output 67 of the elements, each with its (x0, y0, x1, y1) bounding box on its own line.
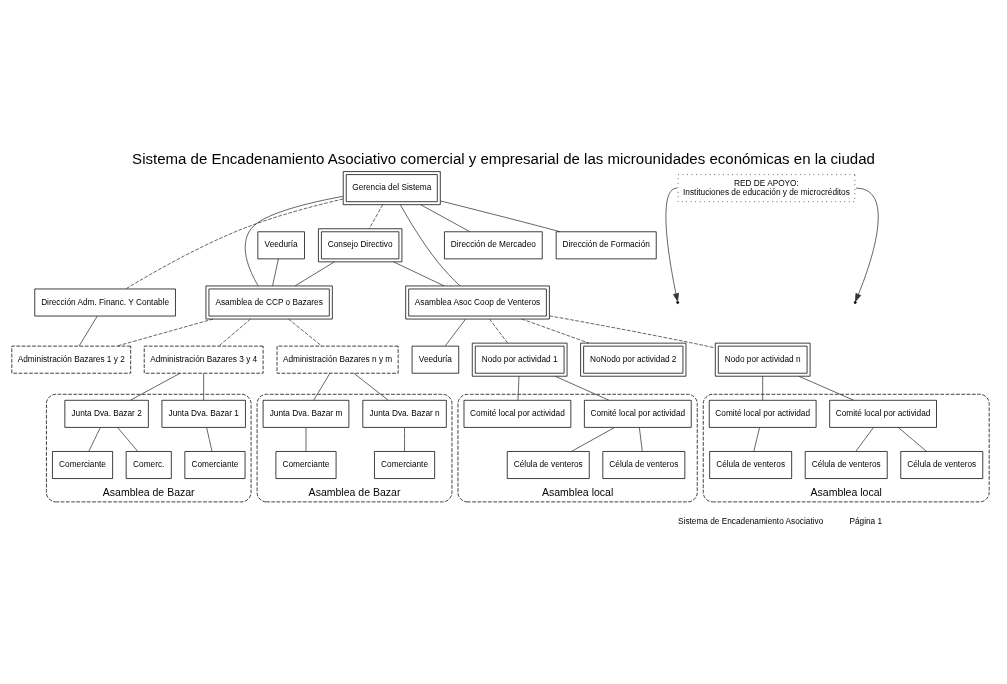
node-box: Célula de venteros (602, 451, 686, 479)
connector (549, 315, 716, 349)
connector (762, 375, 764, 401)
node-box: Comerciante (52, 451, 113, 479)
node-box: Comité local por actividad (463, 399, 572, 428)
node-box: Célula de venteros (709, 451, 793, 479)
node-box: Junta Dva. Bazar 2 (64, 399, 149, 428)
connector (125, 198, 344, 290)
diagram-title: Sistema de Encadenamiento Asociativo comercial y empresarial de las microunidades económicas en la ciudad (132, 150, 875, 168)
node-box: Junta Dva. Bazar m (262, 399, 350, 428)
node-box: Dirección de Formación (555, 231, 657, 260)
node-box: Comité local por actividad (708, 399, 817, 428)
connector (420, 204, 471, 233)
node-box: Junta Dva. Bazar n (362, 399, 447, 428)
connector (753, 427, 760, 452)
connector (404, 427, 405, 452)
arrow (855, 187, 879, 302)
label: Página 1 (849, 516, 883, 526)
connector (639, 427, 643, 452)
arrow (665, 187, 679, 302)
connector (294, 261, 335, 287)
connector (313, 373, 331, 401)
connector (218, 318, 251, 347)
connector (444, 318, 466, 347)
node-box: Veeduría (411, 345, 460, 374)
connector (353, 373, 389, 401)
node-box: Comité local por actividad (829, 399, 937, 428)
connector (571, 427, 615, 452)
connector (855, 427, 874, 452)
node-box: Célula de venteros (804, 451, 888, 479)
connector (130, 372, 181, 401)
connector (798, 375, 855, 401)
node-box: RED DE APOYO: Instituciones de educación y de microcréditos (677, 174, 856, 203)
connector (272, 258, 279, 287)
node-box: Comerciante (184, 451, 246, 479)
connector (244, 195, 344, 287)
connector (489, 318, 509, 344)
node-box: Administración Bazares 1 y 2 (11, 345, 132, 374)
connector (206, 427, 213, 452)
connector (203, 373, 205, 401)
node-box: Veeduría (257, 231, 305, 260)
connector (368, 204, 384, 230)
node-box: Dirección Adm. Financ. Y Contable (34, 288, 176, 317)
node-box: Administración Bazares n y m (276, 345, 399, 374)
node-box: Célula de venteros (900, 451, 984, 479)
connector (517, 375, 520, 401)
node-box: Junta Dva. Bazar 1 (161, 399, 246, 428)
node-box: Dirección de Mercadeo (444, 231, 543, 260)
connector (898, 427, 927, 452)
node-box: Comerciante (275, 451, 337, 479)
connector (440, 200, 561, 233)
connector (554, 375, 610, 401)
connector (288, 318, 323, 347)
connector (305, 427, 307, 452)
label: Sistema de Encadenamiento Asociativo (678, 516, 824, 526)
node-box: Célula de venteros (506, 451, 590, 479)
connector (393, 261, 445, 287)
connector (88, 427, 101, 452)
connector (117, 427, 138, 452)
node-box: Comité local por actividad (584, 399, 692, 428)
connector (78, 315, 98, 347)
connector (116, 318, 214, 347)
node-box: Administración Bazares 3 y 4 (143, 345, 264, 374)
node-box: Comerciante (374, 451, 436, 479)
connector (521, 318, 590, 344)
node-box: Comerc. (125, 451, 172, 479)
connector (400, 204, 461, 287)
